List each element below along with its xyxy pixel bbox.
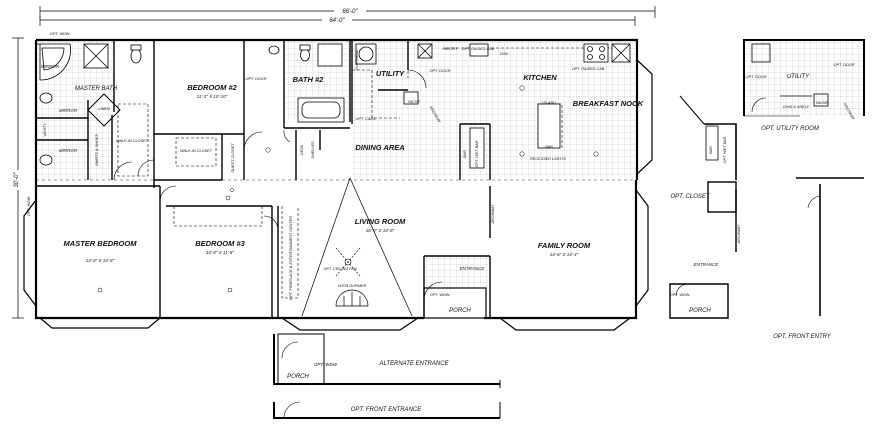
dining-area-label: DINING AREA: [355, 143, 404, 152]
opt-wdw-bath-label: OPT. WDW.: [50, 32, 70, 36]
opt-wdw-side-label: OPT. WDW.: [27, 196, 31, 216]
master-bath-label: MASTER BATH: [75, 86, 118, 92]
walk-in-closet-2-label: WALK-IN CLOSET: [180, 149, 213, 153]
porch-outlines: [423, 287, 487, 319]
desk-label: DESK: [300, 144, 304, 155]
linen-label: LINEN: [98, 107, 109, 111]
depth-dimension: 30'-0": [14, 171, 20, 187]
porch-label: PORCH: [449, 308, 471, 314]
bar-2-label: BAR: [463, 150, 467, 158]
main-exterior-walls: [34, 38, 639, 320]
overall-width-dimension: 66'-0": [342, 9, 358, 15]
opt-door-label: OPT. DOOR: [246, 77, 267, 81]
bar-label: BAR: [545, 145, 553, 149]
vanity-label: VANITY: [43, 123, 47, 137]
niche-label: NICHE: [408, 100, 420, 104]
shelves-label: SHELVES: [311, 141, 315, 159]
bay-windows: [23, 59, 653, 331]
archway-2-label: ARCHWAY: [491, 204, 495, 225]
family-room-size-label: 14'-6" X 14'-4": [550, 252, 579, 257]
island-label: ISLAND: [542, 101, 556, 105]
walk-in-closet-label: WALK-IN CLOSET: [116, 139, 149, 143]
bedroom3-size-label: 10'-8" X 11'-8": [206, 250, 234, 255]
util-niche-label: NICHE: [816, 101, 828, 105]
closet-bar-label: BAR: [709, 146, 713, 154]
bedroom2-label: BEDROOM #2: [187, 83, 237, 92]
alternate-entrance-detail: [273, 333, 501, 388]
recessed-lights-label: RECESSED LIGHTS: [530, 157, 566, 161]
overhead-label: OVERHEAD: [355, 49, 359, 71]
main-width-dimension: 64'-0": [329, 18, 345, 24]
opt-raised-cab-label: OPT. RAISED CAB: [462, 47, 495, 51]
mirror-label: MIRROR: [41, 64, 60, 69]
living-room-size-label: 16'-0" X 14'-8": [366, 228, 395, 233]
bedroom3-label: BEDROOM #3: [195, 239, 245, 248]
opt-wet-bar-label: OPT. WET BAR: [475, 140, 479, 167]
opt-fireplace-label: OPT. FIREPLACE & ENTERTAINMENT CENTER: [289, 216, 293, 300]
interior-walls: [36, 40, 491, 318]
opt-ceiling-fan-label: OPT. CEILING FAN: [323, 267, 356, 271]
master-bedroom-size-label: 14'-0" X 14'-8": [86, 258, 115, 263]
ceiling-fan-icon: [335, 247, 361, 277]
guest-closet-label: GUEST CLOSET: [231, 143, 235, 173]
closet-porch-label: PORCH: [689, 308, 711, 314]
alternate-entrance-label: ALTERNATE ENTRANCE: [378, 361, 449, 367]
bedroom2-size-label: 11'-2" X 10'-10": [197, 94, 228, 99]
mirror-label-3: MIRROR: [59, 148, 78, 153]
living-room-label: LIVING ROOM: [355, 217, 406, 226]
closet-opt-wdw-label: OPT. WDW.: [670, 293, 690, 297]
vista-dormer-lines: [301, 177, 413, 317]
opt-closet-detail: [669, 95, 737, 319]
opt-door-utility-label: OPT. DOOR: [430, 69, 451, 73]
opt-front-entrance-label: OPT. FRONT ENTRANCE: [351, 407, 422, 413]
bath2-label: BATH #2: [293, 75, 325, 84]
opt-raised-cab-2-label: OPT. RAISED CAB: [572, 67, 605, 71]
master-bedroom-label: MASTER BEDROOM: [64, 239, 138, 248]
closet-wet-bar-label: OPT. WET BAR: [723, 136, 727, 163]
opt-utility-room-detail: [743, 39, 865, 117]
alt-porch-label: PORCH: [287, 374, 309, 380]
opt-front-entry-label: OPT. FRONT ENTRY: [773, 334, 832, 340]
util-utility-label: UTILITY: [787, 74, 810, 80]
family-room-label: FAMILY ROOM: [538, 241, 591, 250]
closet-archway-label: ARCHWAY: [737, 224, 741, 245]
alt-opt-wdw-label: OPT. WDW.: [314, 362, 338, 367]
opt-utility-room-label: OPT. UTILITY ROOM: [761, 126, 819, 132]
util-opt-door-label: OPT. DOOR: [746, 75, 767, 79]
opt-cabs-label: OPT. CABS.: [356, 117, 377, 121]
utility-label: UTILITY: [376, 69, 405, 78]
util-opt-door2-label: OPT. DOOR: [834, 63, 855, 67]
shirts-shoes-label: SHIRTS & SHOES: [95, 134, 99, 166]
vista-dormer-label: VISTA DORMER: [338, 284, 367, 288]
entrance-label: ENTRANCE: [460, 266, 486, 271]
opt-wdw-porch-label: OPT. WDW.: [430, 293, 450, 297]
dw-label: D/W: [500, 52, 508, 56]
kitchen-label: KITCHEN: [523, 73, 557, 82]
util-wh-shelf-label: O/HD & SHELF: [783, 105, 810, 109]
room-labels: OPT. WDW. MIRROR MASTER BATH MIRROR MIRR…: [27, 32, 644, 314]
fixtures: [36, 43, 631, 169]
recessed-light-icons: [97, 85, 599, 293]
opt-front-entrance-detail: [273, 401, 501, 419]
breakfast-nook-label: BREAKFAST NOOK: [573, 99, 644, 108]
closet-entrance-label: ENTRANCE: [694, 262, 720, 267]
door-swings: [113, 69, 443, 301]
opt-front-entry-detail: [796, 177, 864, 316]
pantry-label: PANTRY: [443, 47, 458, 51]
opt-closet-label: OPT. CLOSET: [670, 194, 710, 200]
mirror-label-2: MIRROR: [59, 108, 78, 113]
